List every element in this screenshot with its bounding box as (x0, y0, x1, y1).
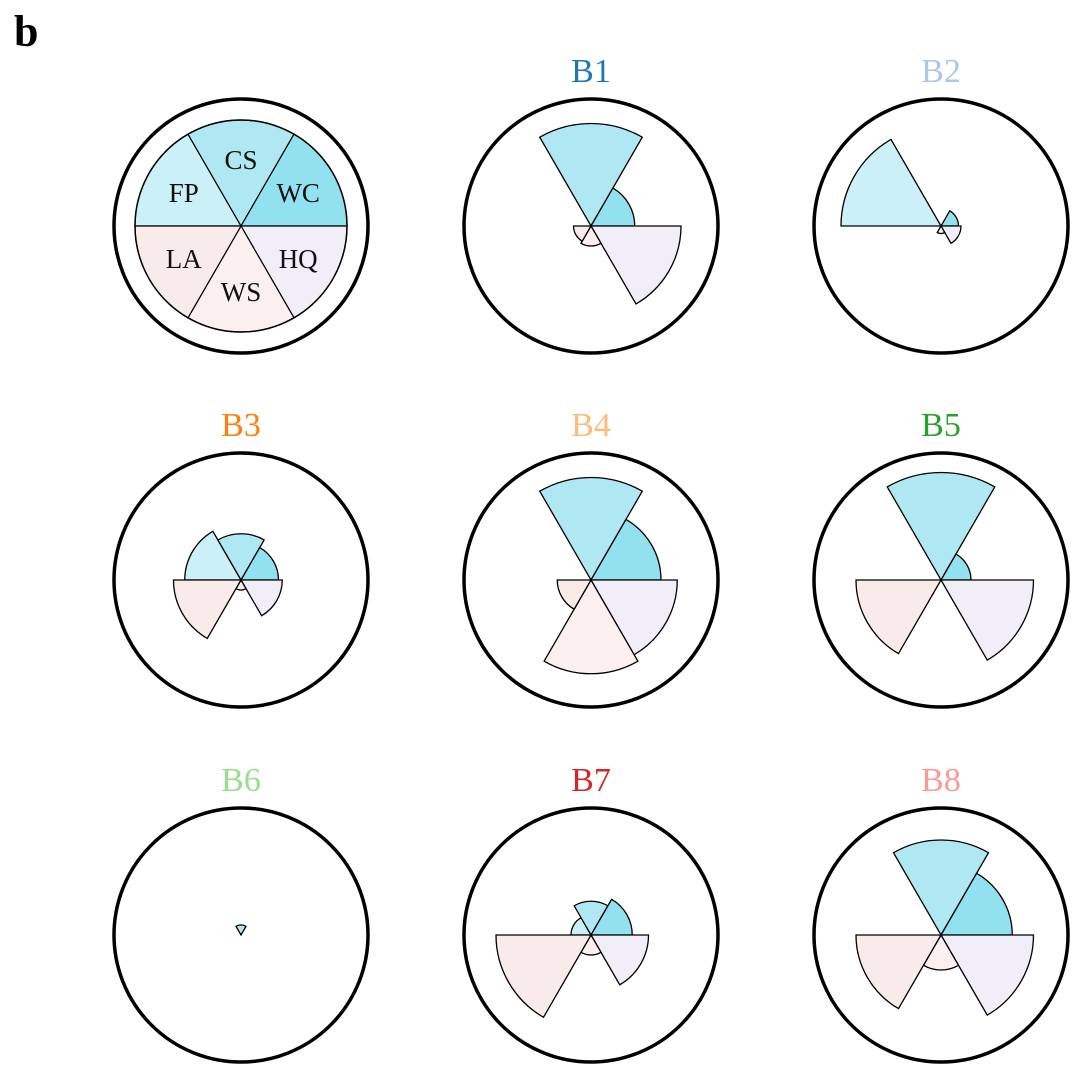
legend-outer-circle (112, 97, 370, 355)
legend-label-wc: WC (276, 178, 320, 208)
chart-outer-circle (812, 97, 1070, 355)
wedge-b1-ws (580, 224, 602, 247)
wedge-b7-la (495, 934, 593, 1019)
legend-label-hq: HQ (279, 244, 318, 274)
wedge-b4-la (556, 579, 593, 611)
wedge-b1-cs (538, 122, 644, 228)
wedge-b8-hq (939, 934, 1035, 1016)
chart-outer-circle (462, 97, 720, 355)
wedge-b1-hq (589, 225, 682, 305)
panel-label: b (14, 7, 39, 56)
rose-chart-b8: B8 (812, 762, 1070, 1064)
chart-title-b4: B4 (571, 407, 611, 444)
wedge-b7-wc (589, 898, 633, 936)
chart-outer-circle (812, 806, 1070, 1064)
rose-chart-b3: B3 (112, 407, 370, 709)
rose-chart-b5: B5 (812, 407, 1070, 709)
wedge-b8-la (855, 934, 943, 1010)
wedge-b4-hq (589, 579, 678, 656)
wedge-b2-hq (939, 225, 962, 245)
chart-title-b7: B7 (571, 762, 611, 799)
legend-label-ws: WS (221, 277, 262, 307)
wedge-b5-hq (939, 579, 1035, 661)
chart-title-b5: B5 (921, 407, 961, 444)
chart-title-b8: B8 (921, 762, 961, 799)
chart-title-b2: B2 (921, 53, 961, 90)
chart-title-b6: B6 (221, 762, 261, 799)
wedge-b8-cs (892, 839, 990, 937)
wedge-b1-wc (589, 187, 636, 227)
wedge-b6-cs (235, 924, 247, 937)
chart-outer-circle (812, 451, 1070, 709)
wedge-b5-cs (886, 471, 996, 582)
wedge-b2-fp (840, 138, 943, 227)
wedge-b4-ws (543, 578, 639, 675)
wedge-b2-ws (936, 224, 946, 235)
rose-chart-b4: B4 (462, 407, 720, 709)
wedge-b3-la (172, 579, 243, 640)
wedge-b1-la (572, 225, 593, 243)
rose-chart-b1: B1 (462, 53, 720, 355)
wedge-b3-hq (239, 579, 283, 617)
rose-chart-b7: B7 (462, 762, 720, 1064)
wedge-b3-fp (184, 530, 243, 581)
wedge-b5-la (855, 579, 943, 655)
chart-outer-circle (462, 806, 720, 1064)
wedge-b4-wc (589, 518, 662, 581)
chart-outer-circle (112, 806, 370, 1064)
chart-outer-circle (112, 451, 370, 709)
legend-label-cs: CS (224, 145, 257, 175)
legend-inner-circle (134, 119, 348, 333)
legend-rose: FP CS WC HQ WS LA (112, 97, 370, 355)
wedge-b2-wc (939, 209, 960, 227)
rose-chart-b6: B6 (112, 762, 370, 1064)
chart-title-b1: B1 (571, 53, 611, 90)
legend-label-la: LA (166, 244, 202, 274)
chart-outer-circle (462, 451, 720, 709)
wedge-b7-hq (589, 934, 650, 986)
wedge-b8-wc (939, 872, 1013, 936)
wedge-b3-cs (216, 533, 266, 582)
wedge-b4-cs (538, 476, 644, 582)
rose-chart-b2: B2 (812, 53, 1070, 355)
chart-title-b3: B3 (221, 407, 261, 444)
legend-label-fp: FP (169, 178, 199, 208)
